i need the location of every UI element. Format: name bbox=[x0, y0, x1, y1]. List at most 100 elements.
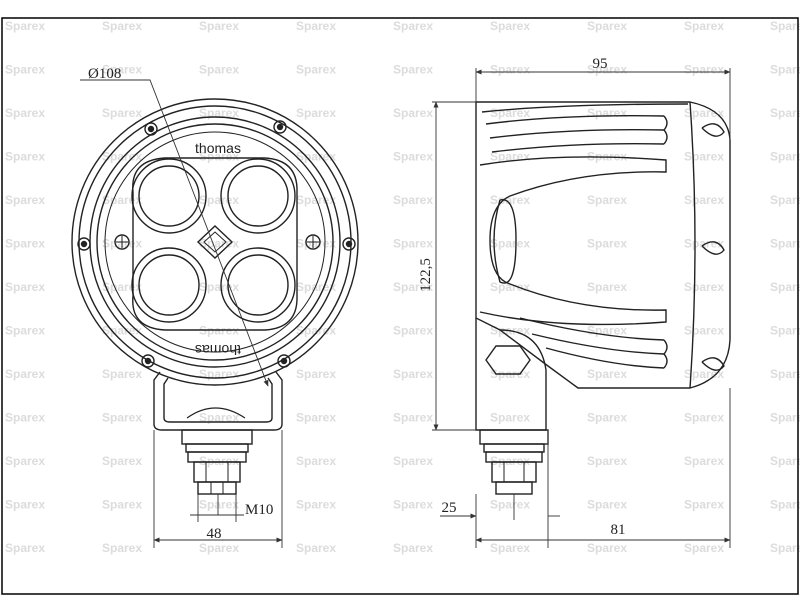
watermark-text: Sparex bbox=[5, 106, 45, 120]
watermark-text: Sparex bbox=[684, 237, 724, 251]
watermark-text: Sparex bbox=[684, 324, 724, 338]
side-screws bbox=[114, 234, 321, 250]
watermark-text: Sparex bbox=[587, 19, 627, 33]
watermark-text: Sparex bbox=[770, 454, 800, 468]
watermark-text: Sparex bbox=[296, 106, 336, 120]
watermark-text: Sparex bbox=[5, 19, 45, 33]
watermark-text: Sparex bbox=[393, 193, 433, 207]
watermark-text: Sparex bbox=[770, 498, 800, 512]
watermark-text: Sparex bbox=[490, 237, 530, 251]
watermark-text: Sparex bbox=[5, 498, 45, 512]
watermark-text: Sparex bbox=[490, 454, 530, 468]
watermark-text: Sparex bbox=[587, 280, 627, 294]
dim-width-label: 48 bbox=[207, 526, 222, 542]
front-dimensions bbox=[80, 79, 283, 548]
watermark-text: Sparex bbox=[102, 454, 142, 468]
reflector-plate bbox=[132, 157, 298, 331]
thread-leader bbox=[190, 494, 244, 516]
watermark-text: Sparex bbox=[587, 411, 627, 425]
watermark-text: Sparex bbox=[770, 63, 800, 77]
watermark-text: Sparex bbox=[770, 324, 800, 338]
watermark-text: Sparex bbox=[5, 150, 45, 164]
watermark-text: Sparex bbox=[770, 367, 800, 381]
side-inner-channel bbox=[479, 156, 667, 326]
watermark-text: Sparex bbox=[102, 63, 142, 77]
watermark-text: Sparex bbox=[296, 411, 336, 425]
watermark-text: Sparex bbox=[684, 193, 724, 207]
watermark-text: Sparex bbox=[296, 541, 336, 555]
watermark-text: Sparex bbox=[490, 106, 530, 120]
side-stud bbox=[479, 429, 549, 495]
watermark-text: Sparex bbox=[684, 280, 724, 294]
watermark-text: Sparex bbox=[770, 237, 800, 251]
watermark-text: Sparex bbox=[199, 367, 239, 381]
watermark-text: Sparex bbox=[393, 498, 433, 512]
watermark-text: Sparex bbox=[5, 411, 45, 425]
lens-inner-ring bbox=[104, 131, 326, 353]
watermark-text: Sparex bbox=[770, 150, 800, 164]
dim-base-label: 81 bbox=[611, 522, 626, 538]
drawing-border bbox=[1, 17, 799, 595]
side-body-outline bbox=[475, 101, 731, 389]
dim-thread-label: M10 bbox=[245, 502, 273, 518]
watermark-text: Sparex bbox=[393, 237, 433, 251]
hex-bolt bbox=[485, 345, 531, 375]
dim-depth-label: 95 bbox=[593, 56, 608, 72]
watermark-text: Sparex bbox=[490, 541, 530, 555]
front-view bbox=[71, 98, 359, 495]
watermark-text: Sparex bbox=[393, 541, 433, 555]
watermark-text: Sparex bbox=[587, 237, 627, 251]
watermark-text: Sparex bbox=[587, 454, 627, 468]
watermark-text: Sparex bbox=[5, 280, 45, 294]
watermark-text: Sparex bbox=[770, 280, 800, 294]
watermark-text: Sparex bbox=[393, 280, 433, 294]
watermark-text: Sparex bbox=[587, 106, 627, 120]
watermark-text: Sparex bbox=[770, 19, 800, 33]
watermark-text: Sparex bbox=[296, 19, 336, 33]
watermark-text: Sparex bbox=[490, 411, 530, 425]
watermark-text: Sparex bbox=[587, 193, 627, 207]
watermark-text: Sparex bbox=[199, 541, 239, 555]
watermark-text: Sparex bbox=[587, 498, 627, 512]
watermark-text: Sparex bbox=[5, 324, 45, 338]
watermark-text: Sparex bbox=[102, 19, 142, 33]
watermark-text: Sparex bbox=[684, 541, 724, 555]
watermark-text: Sparex bbox=[770, 541, 800, 555]
watermark-text: Sparex bbox=[296, 63, 336, 77]
watermark-text: Sparex bbox=[684, 19, 724, 33]
watermark-text: Sparex bbox=[393, 367, 433, 381]
watermark-text: Sparex bbox=[5, 63, 45, 77]
watermark-text: Sparex bbox=[393, 19, 433, 33]
dim-diameter-label: Ø108 bbox=[88, 66, 121, 82]
watermark-text: Sparex bbox=[5, 193, 45, 207]
lens-ring bbox=[96, 123, 334, 361]
watermark-text: Sparex bbox=[102, 193, 142, 207]
watermark-text: Sparex bbox=[490, 498, 530, 512]
watermark-text: Sparex bbox=[393, 411, 433, 425]
watermark-text: Sparex bbox=[102, 367, 142, 381]
dim-height-label: 122,5 bbox=[418, 258, 434, 292]
watermark-text: Sparex bbox=[393, 454, 433, 468]
watermark-text: Sparex bbox=[684, 63, 724, 77]
watermark-text: Sparex bbox=[393, 150, 433, 164]
watermark-text: Sparex bbox=[684, 150, 724, 164]
watermark-text: Sparex bbox=[770, 106, 800, 120]
brand-logo-bottom: thomas bbox=[195, 342, 241, 358]
watermark-text: Sparex bbox=[296, 498, 336, 512]
watermark-text: Sparex bbox=[684, 454, 724, 468]
housing-screws bbox=[77, 120, 356, 368]
watermark-text: Sparex bbox=[102, 106, 142, 120]
watermark-text: Sparex bbox=[490, 63, 530, 77]
watermark-text: Sparex bbox=[199, 150, 239, 164]
watermark-text: Sparex bbox=[296, 454, 336, 468]
watermark-text: Sparex bbox=[5, 454, 45, 468]
side-dimensions bbox=[432, 68, 731, 548]
side-bracket bbox=[475, 318, 547, 431]
dim-stud-offset-label: 25 bbox=[442, 500, 457, 516]
watermark-text: Sparex bbox=[587, 367, 627, 381]
watermark-text: Sparex bbox=[102, 498, 142, 512]
watermark-text: Sparex bbox=[199, 280, 239, 294]
watermark-text: Sparex bbox=[199, 63, 239, 77]
watermark-text: Sparex bbox=[102, 150, 142, 164]
watermark-text: Sparex bbox=[393, 63, 433, 77]
